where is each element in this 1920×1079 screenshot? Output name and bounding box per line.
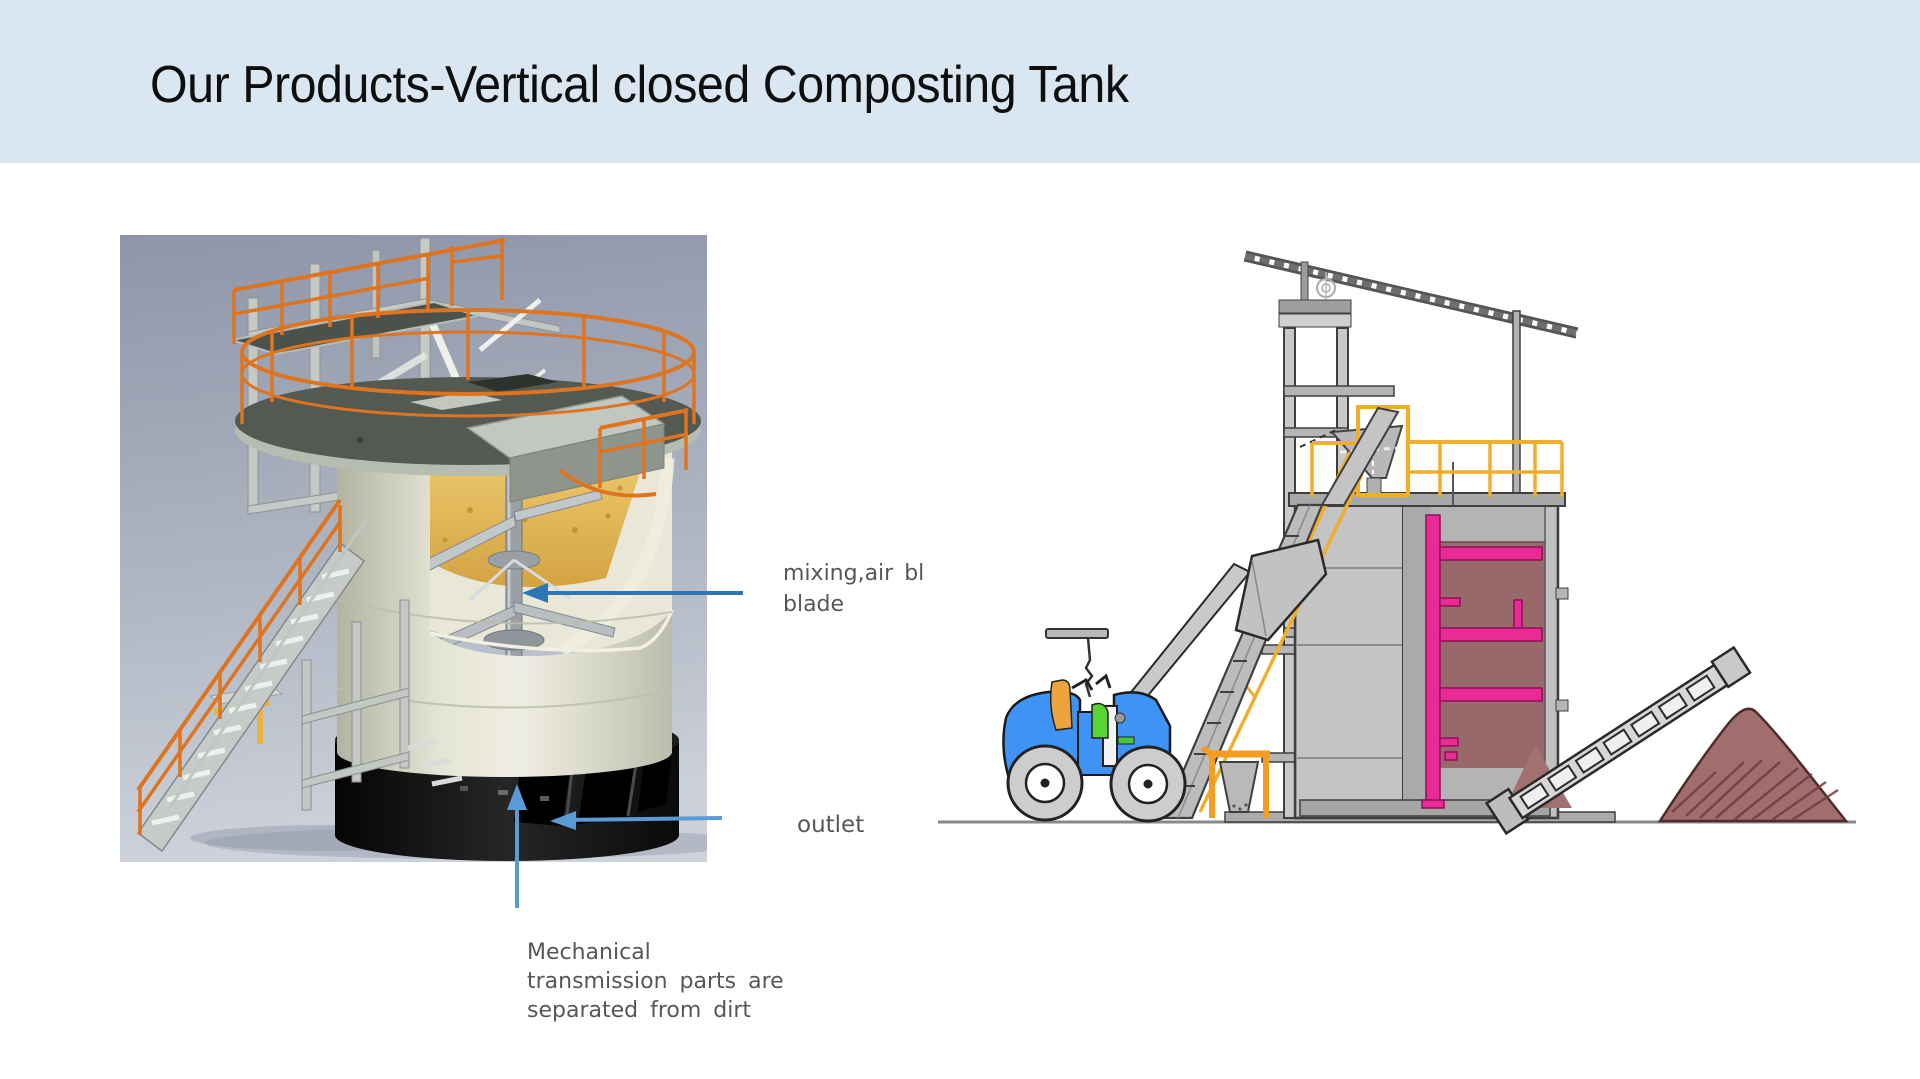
mixing-blade-label: mixing,air bl blade (783, 561, 925, 617)
loader-wheels (1006, 744, 1187, 823)
stair-orange-handrail (136, 498, 342, 835)
tower-orange-railing (232, 238, 506, 344)
loader-bucket (1234, 538, 1328, 642)
platform-circular-railing (240, 308, 696, 424)
support-structure (301, 599, 463, 811)
roof-truss (1243, 250, 1579, 495)
discharge-conveyor (1484, 645, 1752, 836)
feed-box (466, 395, 689, 503)
compost-pile (1657, 707, 1849, 823)
figure-composting-loading-diagram (938, 250, 1856, 836)
staircase (136, 498, 368, 853)
compost-fill (1431, 542, 1545, 768)
feed-box-orange-railing (558, 408, 689, 498)
receiving-hopper (1200, 745, 1270, 818)
figure-composting-tank-3d-render (120, 235, 707, 862)
page-title: Our Products-Vertical closed Composting … (150, 56, 1129, 114)
header-band (0, 0, 1920, 163)
mechanical-note-label: Mechanical transmission parts are separa… (527, 940, 784, 1023)
mixer-shaft-pink (1421, 514, 1543, 809)
outlet-label: outlet (797, 812, 865, 838)
composting-tower (1161, 405, 1572, 820)
wheel-loader (1002, 538, 1328, 823)
mixing-shaft-and-blades (419, 444, 616, 661)
